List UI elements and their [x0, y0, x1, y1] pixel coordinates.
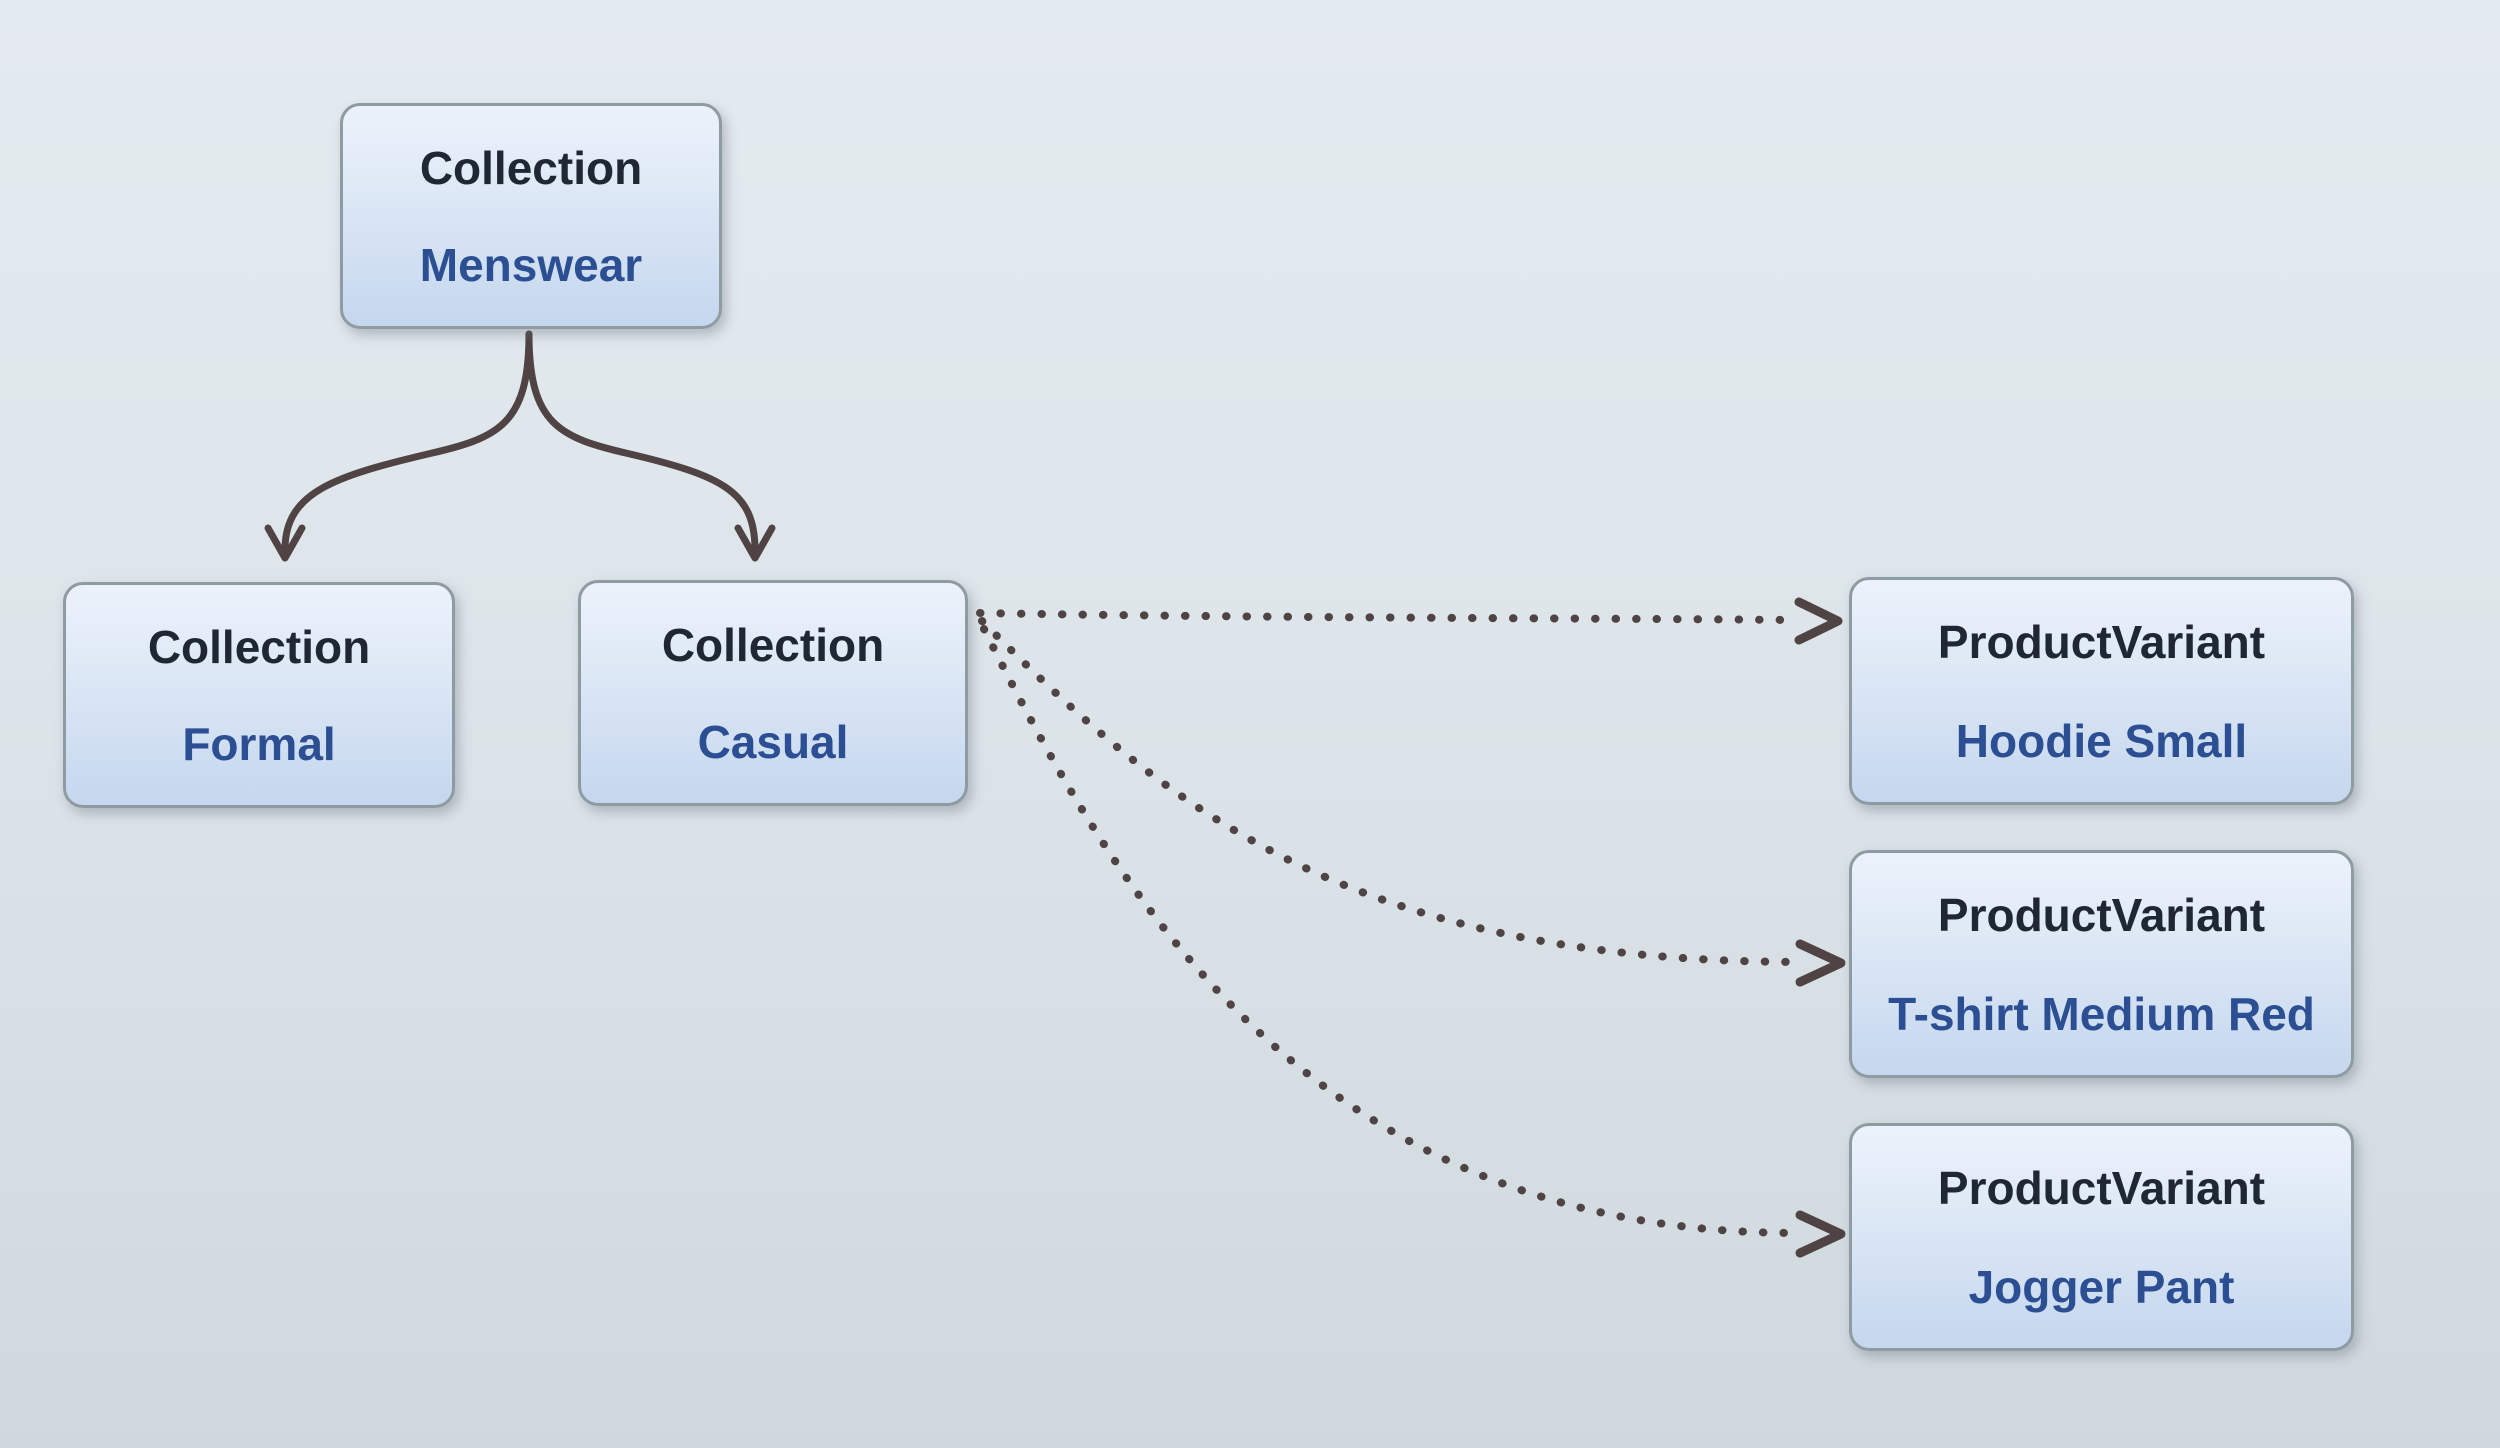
- edge-casual-hoodie: [976, 609, 1800, 624]
- node-type-label: ProductVariant: [1937, 889, 2266, 941]
- node-productvariant-tshirt-medium-red: ProductVariant T-shirt Medium Red: [1849, 850, 2354, 1078]
- node-name-label: Hoodie Small: [1955, 715, 2248, 767]
- node-name-label: Casual: [697, 716, 849, 768]
- node-collection-formal: Collection Formal: [63, 582, 455, 808]
- node-type-label: Collection: [419, 142, 643, 194]
- arrowhead-right-hoodie-icon: [1794, 597, 1843, 645]
- node-collection-menswear: Collection Menswear: [340, 103, 722, 329]
- node-type-label: ProductVariant: [1937, 1162, 2266, 1214]
- node-type-label: Collection: [661, 619, 885, 671]
- node-productvariant-jogger-pant: ProductVariant Jogger Pant: [1849, 1123, 2354, 1351]
- arrowhead-down-formal-icon: [264, 524, 306, 562]
- node-name-label: Menswear: [419, 239, 643, 291]
- edge-menswear-formal: [281, 330, 533, 552]
- node-type-label: ProductVariant: [1937, 616, 2266, 668]
- arrowhead-right-jogger-icon: [1795, 1210, 1846, 1258]
- node-type-label: Collection: [147, 621, 371, 673]
- node-productvariant-hoodie-small: ProductVariant Hoodie Small: [1849, 577, 2354, 805]
- node-name-label: Jogger Pant: [1968, 1261, 2235, 1313]
- arrowhead-right-tshirt-icon: [1795, 939, 1846, 987]
- edge-casual-tshirt: [978, 617, 1799, 966]
- arrowhead-down-casual-icon: [734, 524, 776, 562]
- node-collection-casual: Collection Casual: [578, 580, 968, 806]
- node-name-label: T-shirt Medium Red: [1888, 988, 2315, 1040]
- node-name-label: Formal: [182, 718, 336, 770]
- edge-casual-jogger: [980, 625, 1799, 1237]
- edge-menswear-casual: [525, 330, 759, 552]
